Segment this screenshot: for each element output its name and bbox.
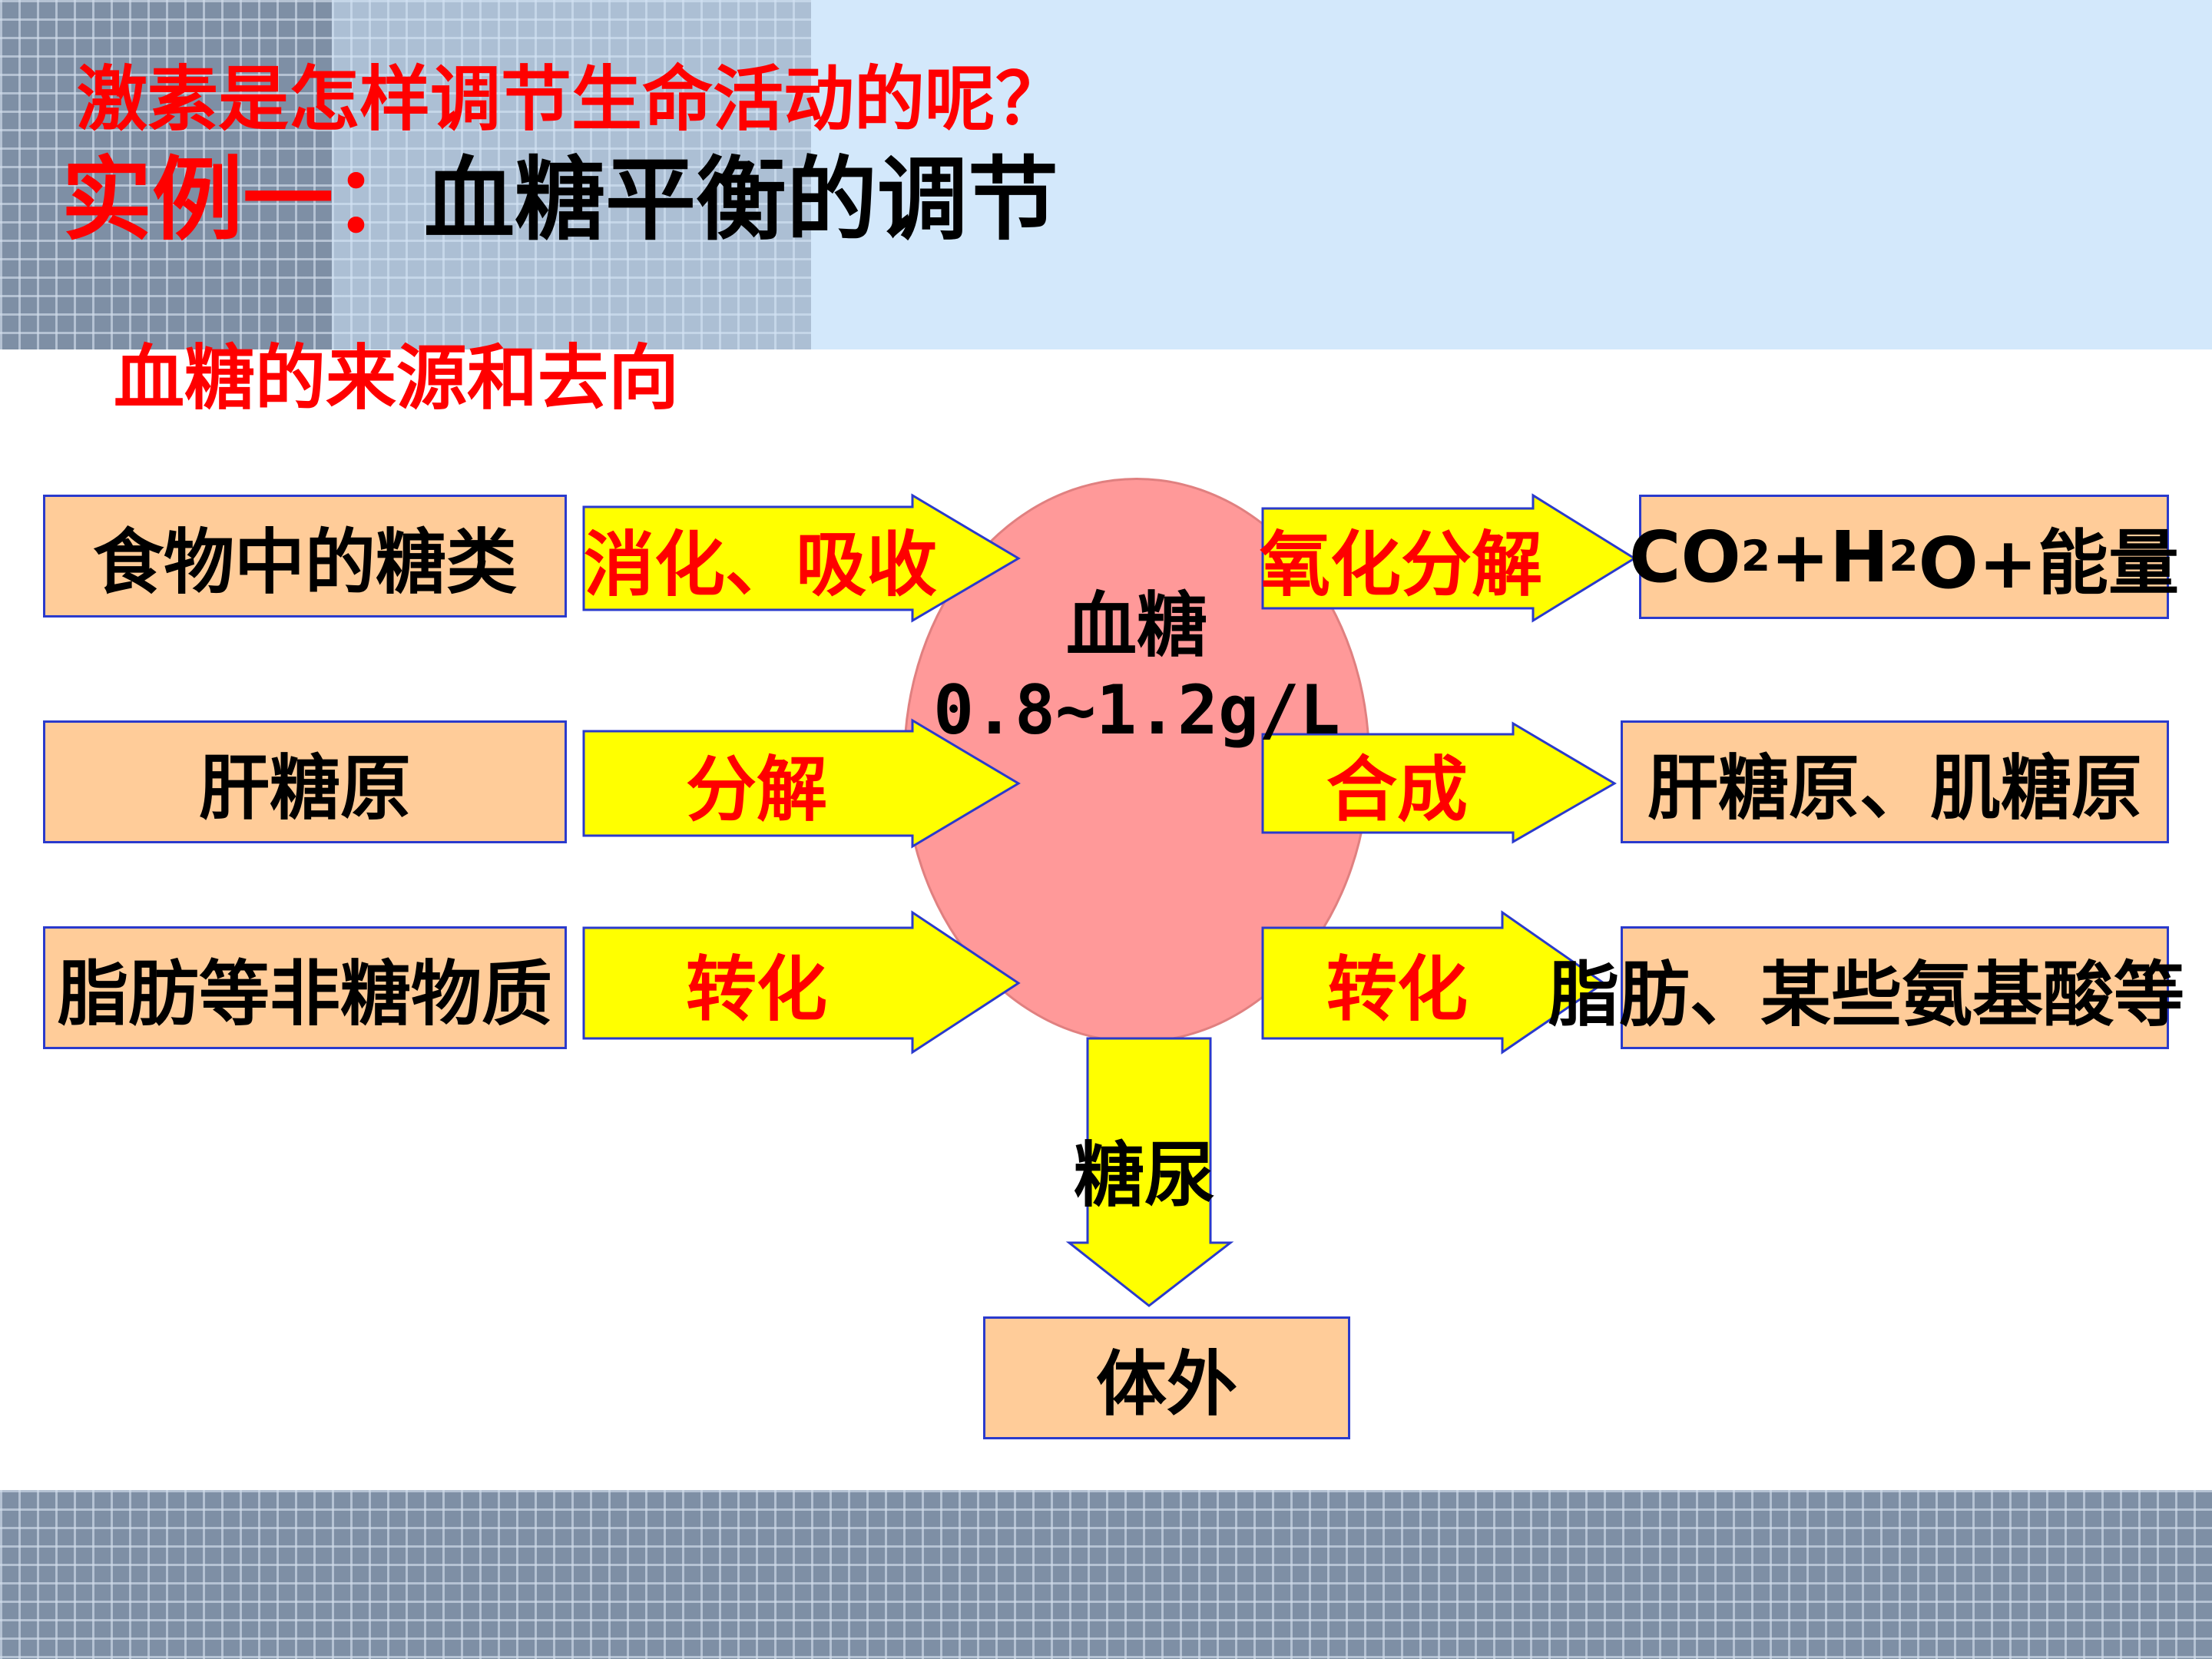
footer-grid — [0, 1490, 2212, 1659]
arrow-down-urine — [1065, 1037, 1234, 1307]
process-urine: 糖尿 — [1073, 1134, 1215, 1217]
process-decompose: 分解 — [685, 748, 827, 831]
header-example: 实例一：血糖平衡的调节 — [61, 146, 1058, 253]
center-label: 血糖 — [1065, 584, 1207, 667]
arrow-oxidize — [1261, 493, 1637, 623]
process-digest-absorb: 消化、吸收 — [583, 523, 937, 606]
arrow-synthesize — [1261, 721, 1617, 844]
source-box-liver-glycogen: 肝糖原 — [43, 720, 567, 843]
arrow-decompose — [582, 718, 1021, 849]
example-prefix: 实例一： — [61, 147, 425, 253]
arrow-convert-out — [1261, 910, 1606, 1055]
header-question: 激素是怎样调节生命活动的呢？ — [77, 58, 1067, 141]
header-grid-right — [332, 0, 811, 349]
sink-co2-pre: CO — [1629, 515, 1741, 598]
sink-box-fat-amino — [1621, 926, 2169, 1049]
header-band — [0, 0, 2212, 349]
arrow-digest-absorb — [582, 493, 1021, 623]
process-oxidize: 氧化分解 — [1260, 523, 1543, 606]
sink-energy-post: O+能量 — [1918, 522, 2179, 604]
section-title: 血糖的来源和去向 — [114, 337, 680, 419]
arrow-convert-in — [582, 910, 1021, 1055]
process-convert-out: 转化 — [1326, 948, 1468, 1031]
sink-box-glycogen: 肝糖原、肌糖原 — [1621, 720, 2169, 843]
process-synthesize: 合成 — [1326, 748, 1468, 831]
center-range: 0.8~1.2g/L — [933, 671, 1340, 750]
box-outside-body: 体外 — [983, 1316, 1350, 1439]
sink-h2o-mid: +H — [1770, 515, 1889, 598]
sink-fat-amino-label: 脂肪、某些氨基酸等 — [1548, 953, 2184, 1036]
process-convert-in: 转化 — [685, 948, 827, 1031]
header-grid-left — [0, 0, 332, 349]
example-title: 血糖平衡的调节 — [424, 147, 1059, 253]
source-box-food: 食物中的糖类 — [43, 495, 567, 618]
source-box-non-sugar: 脂肪等非糖物质 — [43, 926, 567, 1049]
